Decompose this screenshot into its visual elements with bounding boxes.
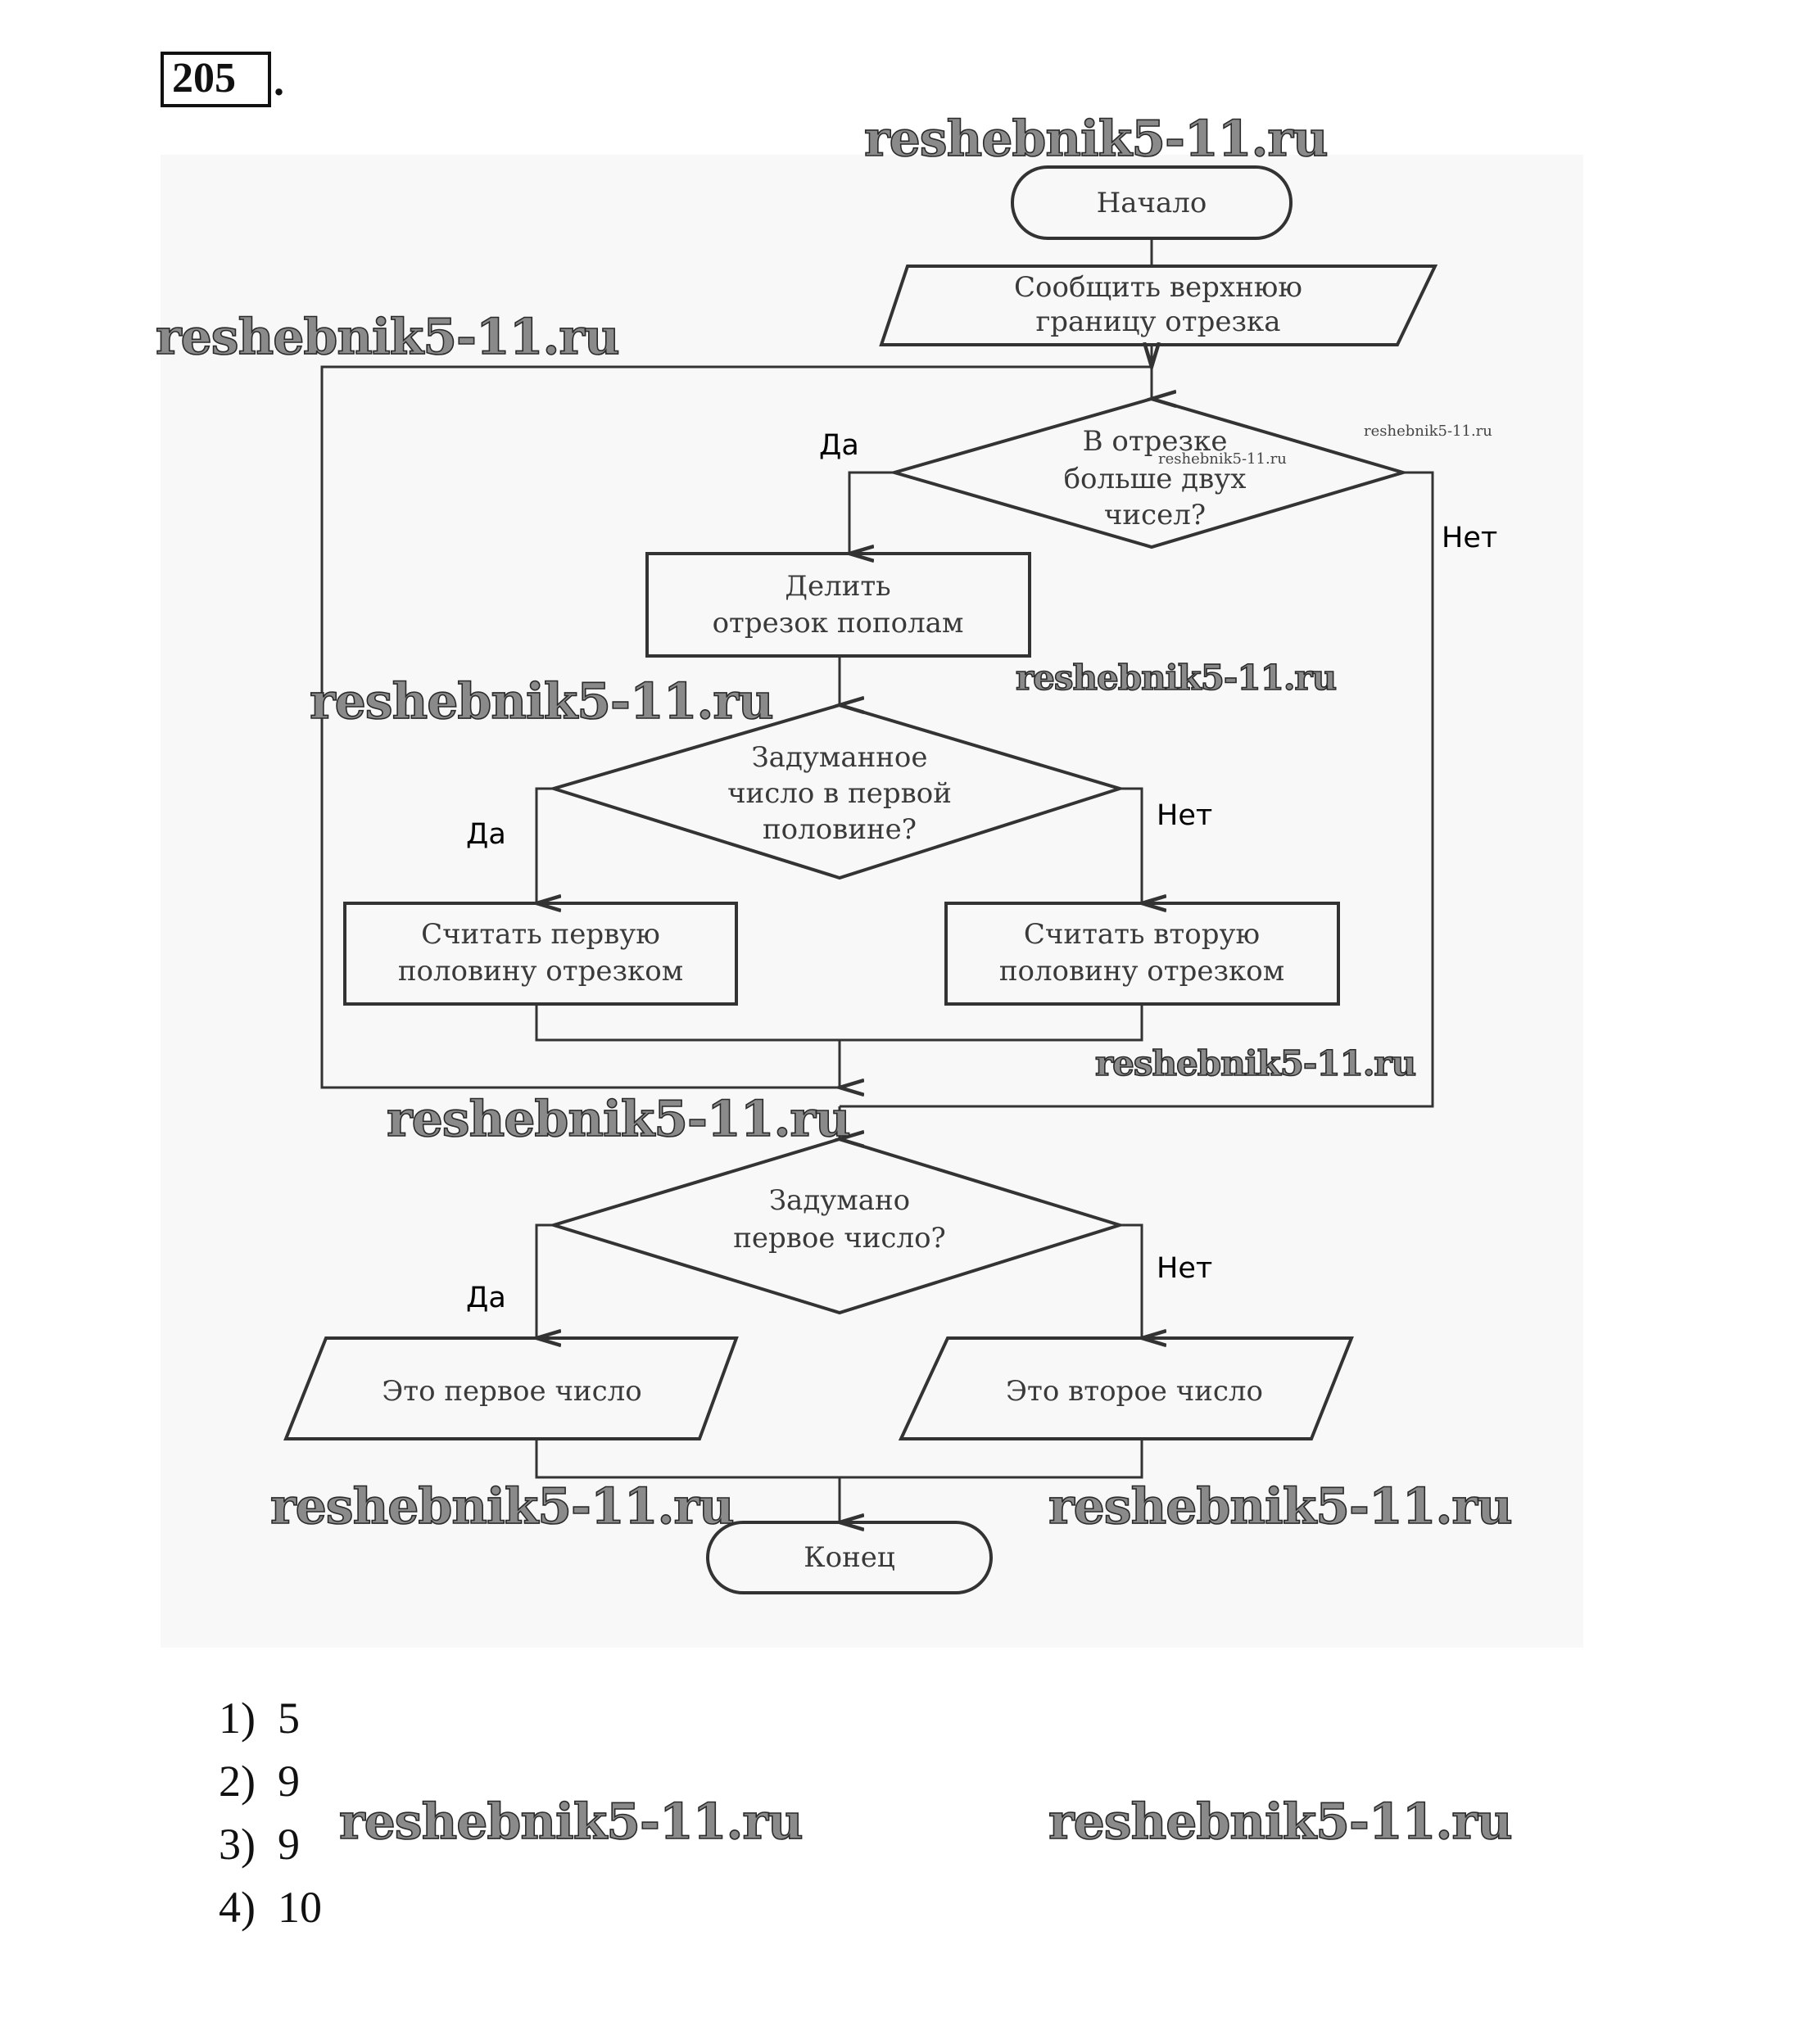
start-label: Начало — [1097, 187, 1207, 219]
watermark: reshebnik5-11.ru — [1158, 450, 1287, 468]
answer-number: 1) — [219, 1694, 256, 1743]
end-label: Конец — [804, 1541, 894, 1574]
no-label-decision1: Нет — [1442, 522, 1497, 554]
yes-label-decision1: Да — [819, 429, 859, 462]
connector-yes-halve — [849, 471, 894, 554]
halve-box — [645, 552, 1031, 658]
take-first-line2: половину отрезком — [398, 955, 683, 988]
halve-line2: отрезок пополам — [713, 607, 964, 640]
output-first-parallelogram — [283, 1336, 739, 1440]
watermark: reshebnik5-11.ru — [310, 673, 773, 730]
output-second-label: Это второе число — [1006, 1375, 1263, 1408]
connector-no-second — [1120, 787, 1142, 903]
answer-option[interactable]: 2) 9 — [219, 1750, 322, 1813]
watermark: reshebnik5-11.ru — [270, 1478, 734, 1535]
take-first-line1: Считать первую — [421, 918, 660, 951]
watermark: reshebnik5-11.ru — [387, 1091, 850, 1148]
no-label-decision3: Нет — [1157, 1252, 1212, 1285]
yes-label-decision3: Да — [466, 1282, 506, 1314]
watermark: reshebnik5-11.ru — [1048, 1478, 1512, 1535]
answer-value: 9 — [278, 1757, 300, 1806]
problem-number-dot: . — [274, 58, 284, 105]
decision1-line2: больше двух — [1064, 463, 1247, 495]
decision1-line3: чисел? — [1104, 499, 1206, 531]
yes-label-decision2: Да — [466, 818, 506, 851]
connector-output-second-merge — [840, 1439, 1143, 1479]
watermark: reshebnik5-11.ru — [1364, 423, 1492, 440]
answer-number: 3) — [219, 1820, 256, 1869]
answer-options: 1) 5 2) 9 3) 9 4) 10 — [219, 1687, 322, 1939]
watermark: reshebnik5-11.ru — [156, 309, 619, 366]
connector-output-first-merge — [535, 1439, 840, 1479]
answer-number: 2) — [219, 1757, 256, 1806]
decision2-line2: число в первой — [727, 777, 952, 810]
connector-first-merge — [535, 1004, 840, 1042]
output-second-parallelogram — [898, 1336, 1354, 1440]
connectors — [320, 238, 1434, 1522]
decision3-line1: Задумано — [769, 1184, 910, 1217]
loop-back-line — [320, 367, 1152, 1089]
decision2-line1: Задуманное — [751, 741, 927, 774]
decision2-line3: половине? — [763, 813, 917, 846]
connector-yes-output-first — [536, 1223, 554, 1338]
input-parallelogram — [879, 265, 1438, 346]
take-second-half-box — [944, 902, 1340, 1006]
answer-value: 5 — [278, 1694, 300, 1743]
output-first-label: Это первое число — [382, 1375, 641, 1408]
answer-value: 10 — [278, 1883, 322, 1932]
take-second-line1: Считать вторую — [1024, 918, 1260, 951]
problem-number: 205 — [161, 52, 271, 107]
answer-option[interactable]: 3) 9 — [219, 1813, 322, 1876]
answer-option[interactable]: 4) 10 — [219, 1876, 322, 1939]
input-label-line1: Сообщить верхнюю — [1014, 271, 1302, 304]
decision1-line1: В отрезке — [1083, 425, 1228, 458]
watermark: reshebnik5-11.ru — [1016, 658, 1337, 698]
decision-first-half — [548, 703, 1125, 880]
answer-value: 9 — [278, 1820, 300, 1869]
decision-more-than-two — [888, 396, 1410, 549]
connector-second-merge — [840, 1004, 1143, 1042]
halve-line1: Делить — [785, 570, 890, 603]
input-label-line2: границу отрезка — [1035, 305, 1280, 338]
decision3-line2: первое число? — [733, 1222, 946, 1255]
connector-yes-first — [536, 787, 554, 903]
watermark: reshebnik5-11.ru — [339, 1793, 803, 1851]
watermark: reshebnik5-11.ru — [1095, 1043, 1416, 1083]
take-first-half-box — [343, 902, 738, 1006]
problem-number-text: 205 — [172, 55, 236, 102]
decision-first-number — [548, 1137, 1125, 1315]
connector-no-exit — [840, 471, 1434, 1108]
take-second-line2: половину отрезком — [999, 955, 1284, 988]
connector-no-output-second — [1120, 1223, 1142, 1338]
no-label-decision2: Нет — [1157, 799, 1212, 832]
watermark: reshebnik5-11.ru — [864, 111, 1328, 168]
answer-option[interactable]: 1) 5 — [219, 1687, 322, 1750]
answer-number: 4) — [219, 1883, 256, 1932]
watermark: reshebnik5-11.ru — [1048, 1793, 1512, 1851]
